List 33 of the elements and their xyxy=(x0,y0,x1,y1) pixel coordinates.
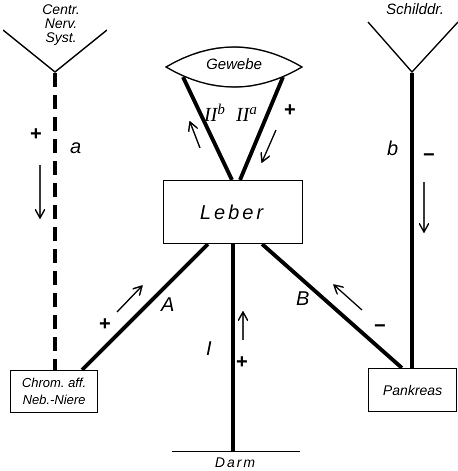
edge-label: II$^{a}$ xyxy=(236,104,257,126)
organ-label: Darm xyxy=(214,453,258,471)
connector-line xyxy=(231,244,235,451)
organ-box xyxy=(10,370,98,413)
dashed-connector xyxy=(53,73,57,370)
edge-label: II$^{b}$ xyxy=(204,104,225,126)
sign-label: + xyxy=(284,100,296,120)
organ-label: Schilddr. xyxy=(385,1,445,19)
sign-label: − xyxy=(374,316,386,336)
connector-line xyxy=(238,76,285,181)
edge-label: B xyxy=(296,288,310,310)
connector-line xyxy=(410,73,414,368)
sign-label: + xyxy=(99,314,111,334)
edge-label: b xyxy=(387,138,398,160)
organ-label: Chrom. aff. Neb.-Niere xyxy=(20,374,88,408)
funnel-symbol xyxy=(366,0,458,73)
organ-label: Gewebe xyxy=(205,55,263,75)
edge-label: a xyxy=(70,136,82,158)
organ-label: Pankreas xyxy=(382,381,444,400)
connector-line xyxy=(80,242,210,372)
connector-line xyxy=(260,242,404,370)
lens-shape xyxy=(165,45,303,89)
sign-label: + xyxy=(30,124,42,144)
connector-line xyxy=(181,76,234,181)
organ-label: Leber xyxy=(198,201,268,225)
organ-box xyxy=(163,180,303,244)
sign-label: − xyxy=(423,145,435,165)
edge-label: I xyxy=(206,338,212,360)
organ-box xyxy=(368,368,457,412)
edge-label: A xyxy=(161,294,174,316)
sign-label: + xyxy=(236,352,248,372)
organ-label: Centr. Nerv. Syst. xyxy=(41,2,81,44)
funnel-symbol xyxy=(3,2,107,73)
